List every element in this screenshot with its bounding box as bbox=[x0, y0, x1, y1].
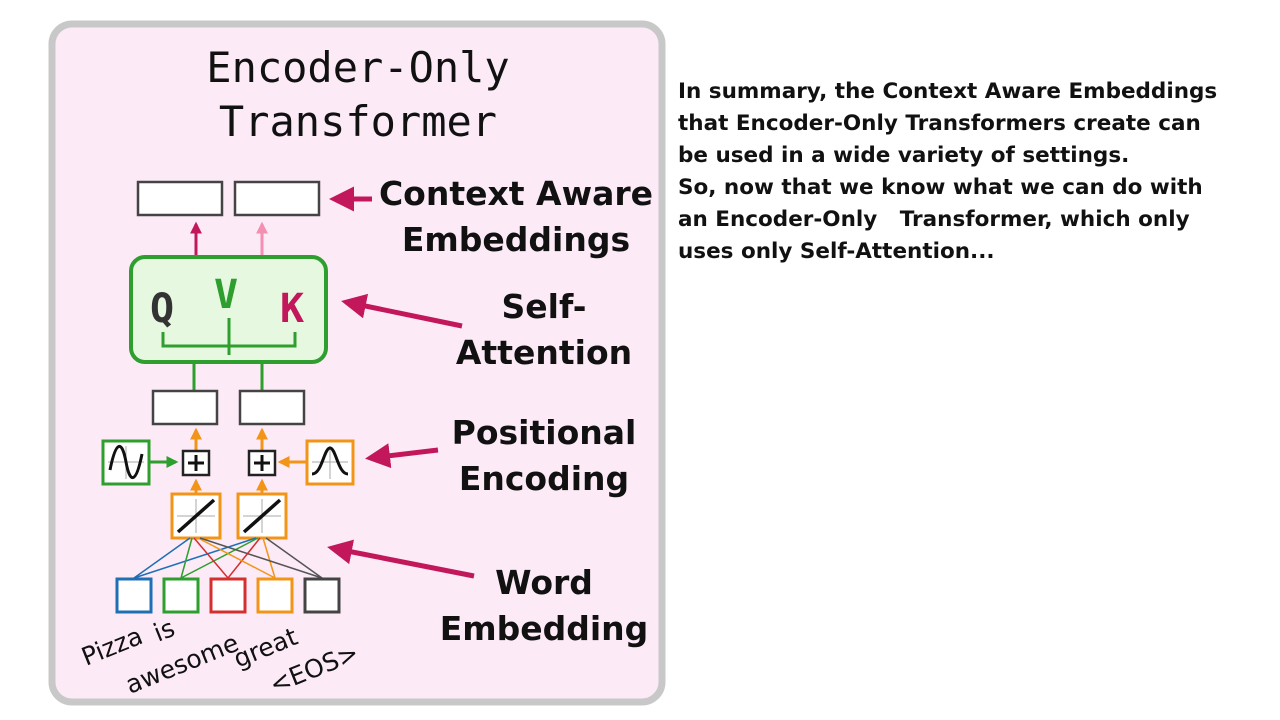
linear-activation-icon-1 bbox=[170, 492, 222, 540]
query-letter: Q bbox=[150, 286, 174, 332]
context-embedding-box-2 bbox=[233, 180, 321, 217]
label-attention-line2: Attention bbox=[456, 333, 632, 372]
attention-bracket bbox=[161, 318, 297, 355]
token-input-pizza bbox=[115, 577, 153, 614]
positional-pointer-arrow bbox=[365, 443, 439, 469]
self-attention-box bbox=[129, 255, 328, 364]
label-attention-line1: Self- bbox=[502, 287, 587, 326]
context-embedding-box-1 bbox=[136, 180, 224, 217]
bell-curve-icon bbox=[305, 439, 355, 486]
summary-paragraph-2: So, now that we know what we can do with… bbox=[678, 175, 1211, 264]
token-input-awesome bbox=[209, 577, 247, 614]
sine-wave-icon bbox=[101, 439, 151, 486]
token-input-great bbox=[256, 577, 294, 614]
encoder-only-transformer-diagram: Encoder-Only Transformer Q V K bbox=[48, 20, 666, 706]
plus-icon-1 bbox=[181, 449, 211, 477]
plus-icon-2 bbox=[247, 449, 277, 477]
key-letter: K bbox=[280, 286, 304, 332]
label-positional-line2: Encoding bbox=[459, 459, 629, 498]
linear-activation-icon-2 bbox=[236, 492, 288, 540]
encoded-box-1 bbox=[151, 389, 219, 426]
word-pointer-arrow bbox=[327, 539, 475, 579]
token-input-eos bbox=[303, 577, 341, 614]
embedding-connections bbox=[133, 537, 323, 579]
diagram-title-line1: Encoder-Only bbox=[206, 43, 509, 92]
summary-paragraph-1: In summary, the Context Aware Embeddings… bbox=[678, 79, 1225, 168]
value-letter: V bbox=[214, 272, 238, 318]
encoded-box-2 bbox=[238, 389, 306, 426]
diagram-title-line2: Transformer bbox=[219, 97, 497, 146]
label-word-line1: Word bbox=[495, 563, 593, 602]
attention-pointer-arrow bbox=[341, 293, 463, 329]
label-word-line2: Embedding bbox=[440, 609, 649, 648]
label-positional-line1: Positional bbox=[452, 413, 637, 452]
token-input-is bbox=[162, 577, 200, 614]
label-context-line1: Context Aware bbox=[379, 174, 653, 213]
summary-text: In summary, the Context Aware Embeddings… bbox=[678, 76, 1238, 268]
label-context-line2: Embeddings bbox=[402, 220, 630, 259]
